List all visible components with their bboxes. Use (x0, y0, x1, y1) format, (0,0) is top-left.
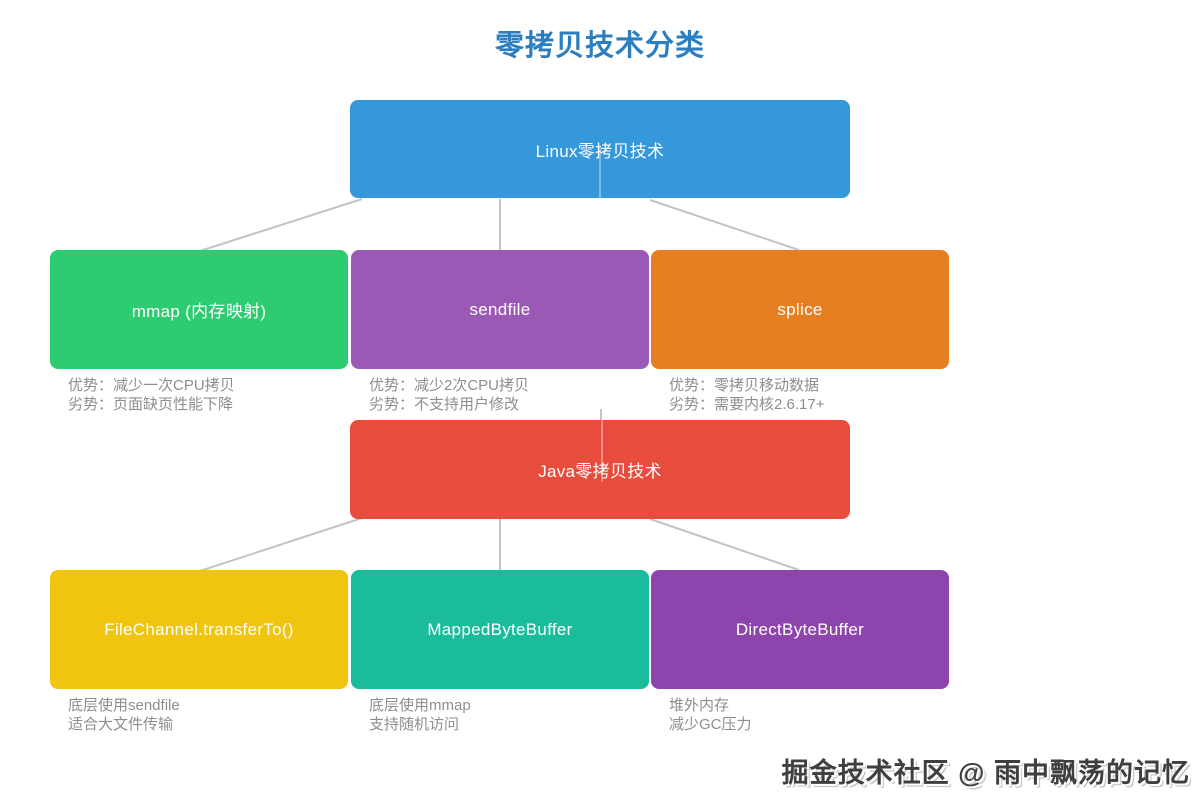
note-line: 底层使用sendfile (68, 697, 180, 714)
note-line: 适合大文件传输 (68, 716, 174, 733)
note-line: 堆外内存 (669, 697, 730, 714)
node-mmap-label: mmap (内存映射) (131, 302, 267, 321)
watermark: 掘金技术社区 @ 雨中飘荡的记忆 (781, 758, 1190, 788)
node-splice: splice (651, 250, 949, 369)
node-sendfile: sendfile (351, 250, 649, 369)
connector-java-directbytebuffer (649, 518, 800, 571)
connector-linux-splice (649, 199, 800, 251)
node-splice-label: splice (777, 299, 823, 319)
node-filechannel-transferto: FileChannel.transferTo() (50, 570, 348, 689)
node-java-zero-copy: Java零拷贝技术 (350, 420, 850, 519)
node-mappedbytebuffer-label: MappedByteBuffer (427, 619, 573, 639)
note-line: 优势：减少一次CPU拷贝 (68, 377, 235, 394)
note-line: 支持随机访问 (369, 716, 460, 733)
note-line: 底层使用mmap (369, 697, 471, 714)
node-directbytebuffer-label: DirectByteBuffer (735, 619, 865, 639)
node-mappedbytebuffer: MappedByteBuffer (351, 570, 649, 689)
note-line: 减少GC压力 (669, 716, 752, 733)
note-line: 优势：零拷贝移动数据 (669, 377, 820, 394)
note-line: 优势：减少2次CPU拷贝 (369, 377, 530, 394)
note-line: 劣势：需要内核2.6.17+ (669, 396, 825, 413)
note-line: 劣势：不支持用户修改 (369, 396, 520, 413)
node-linux-zero-copy-label: Linux零拷贝技术 (535, 141, 665, 161)
node-mmap: mmap (内存映射) (50, 250, 348, 369)
connector-linux-mmap (199, 198, 363, 252)
notes-sendfile: 优势：减少2次CPU拷贝 劣势：不支持用户修改 (369, 376, 529, 414)
notes-directbytebuffer: 堆外内存 减少GC压力 (669, 696, 752, 734)
notes-mappedbytebuffer: 底层使用mmap 支持随机访问 (369, 696, 471, 734)
notes-splice: 优势：零拷贝移动数据 劣势：需要内核2.6.17+ (669, 376, 824, 414)
connector-java-filechannel (199, 517, 363, 572)
node-java-zero-copy-label: Java零拷贝技术 (538, 462, 662, 481)
node-directbytebuffer: DirectByteBuffer (651, 570, 949, 689)
notes-filechannel: 底层使用sendfile 适合大文件传输 (68, 696, 180, 734)
node-sendfile-label: sendfile (469, 299, 531, 319)
notes-mmap: 优势：减少一次CPU拷贝 劣势：页面缺页性能下降 (68, 376, 235, 414)
page-title: 零拷贝技术分类 (494, 30, 705, 62)
note-line: 劣势：页面缺页性能下降 (68, 396, 234, 413)
node-filechannel-transferto-label: FileChannel.transferTo() (104, 619, 294, 639)
node-linux-zero-copy: Linux零拷贝技术 (350, 100, 850, 198)
